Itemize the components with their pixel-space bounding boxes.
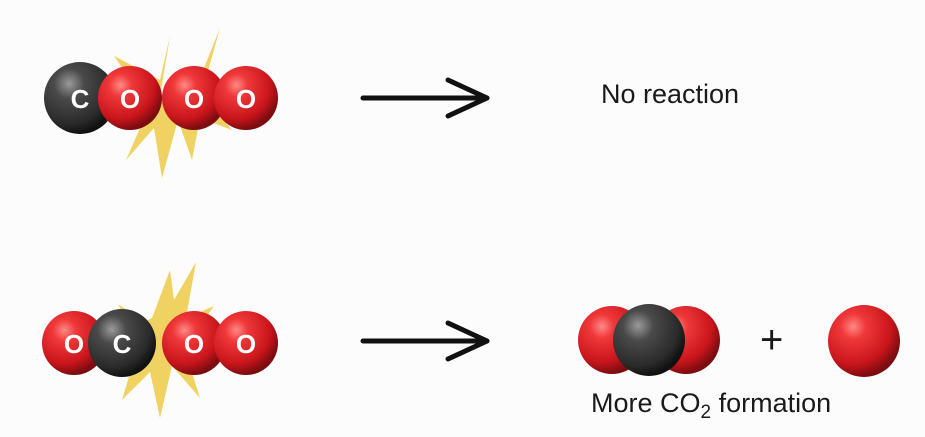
row2-atom-carbon xyxy=(88,309,156,377)
row1-atom-carbon xyxy=(44,62,116,134)
row2-atom-oxygen-1 xyxy=(42,311,106,375)
plus-sign: + xyxy=(760,318,784,362)
row2-atom-label-1: O xyxy=(64,329,84,359)
row2-atom-oxygen-3 xyxy=(214,311,278,375)
row1-atom-oxygen-3 xyxy=(214,66,278,130)
co2-formation-subscript: 2 xyxy=(700,402,712,423)
row2-atom-label-3: O xyxy=(184,329,204,359)
row1-atom-oxygen-1 xyxy=(98,66,162,130)
row1-atom-label-1: C xyxy=(71,84,90,114)
row1-atom-label-4: O xyxy=(236,84,256,114)
co2-formation-prefix: More CO xyxy=(591,388,701,418)
row1-atom-oxygen-2 xyxy=(162,66,226,130)
product-co2-molecule xyxy=(578,304,720,376)
row2-atom-oxygen-2 xyxy=(162,311,226,375)
row1-arrow xyxy=(360,77,490,119)
product-co2-carbon xyxy=(613,304,685,376)
row2-arrow xyxy=(360,320,490,362)
row1-atom-label-3: O xyxy=(184,84,204,114)
row2-atom-label-2: C xyxy=(113,329,132,359)
row2-atom-label-4: O xyxy=(236,329,256,359)
co2-formation-suffix: formation xyxy=(711,388,832,418)
product-oxygen-atom xyxy=(828,305,900,377)
row1-atom-label-2: O xyxy=(120,84,140,114)
no-reaction-label: No reaction xyxy=(601,79,740,109)
co2-formation-label: More CO2 formation xyxy=(591,388,831,424)
